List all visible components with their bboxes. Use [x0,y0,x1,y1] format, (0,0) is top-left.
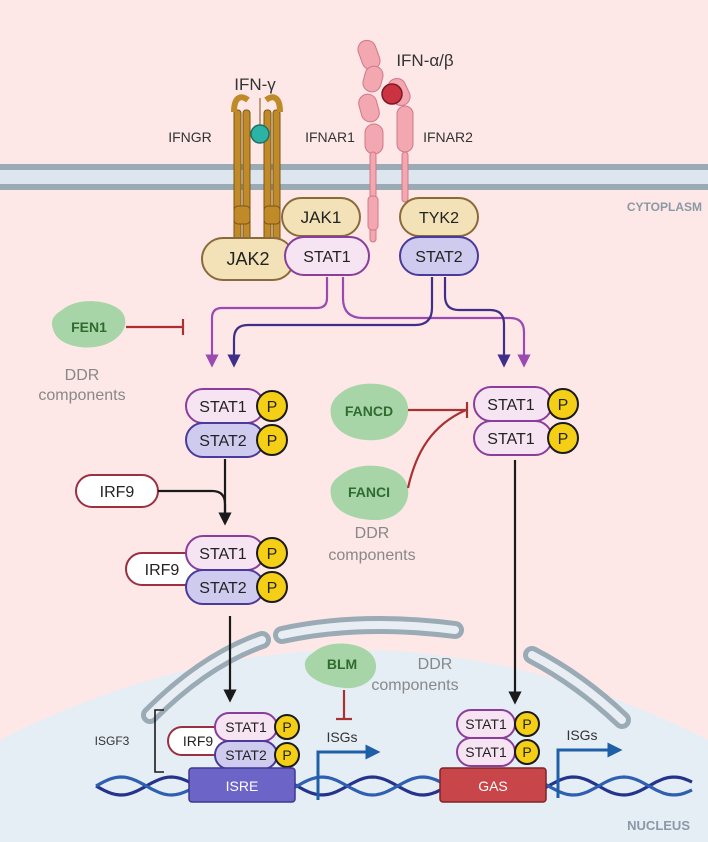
ifnar1-receptor [357,39,384,243]
stat1-to-left-arrow [205,277,329,368]
jak2-label: JAK2 [226,249,269,269]
phospho-nucleus-right-2-label: P [522,744,531,760]
gas-promoter: GAS [439,767,547,803]
isgf3-label: ISGF3 [95,734,130,748]
phospho-complex-2-label: P [267,580,278,597]
cytoplasm-label: CYTOPLASM [627,200,702,214]
blm-label: BLM [327,656,357,672]
ifnar2-label: IFNAR2 [423,129,473,145]
ifn-alpha-beta-label: IFN-α/β [396,51,454,70]
gas-isgs-label: ISGs [566,727,597,743]
stat2-nucleus-label: STAT2 [225,747,267,763]
phospho-nucleus-left-1-label: P [282,719,291,735]
fancd-blob [330,383,409,441]
isgf3-nucleus-complex: IRF9 STAT1 P STAT2 P [167,712,300,770]
irf9-free-label: IRF9 [100,484,135,501]
fen1-label: FEN1 [71,319,107,335]
phospho-nucleus-right-1 [514,711,540,737]
isgf3-cytoplasm-complex: IRF9 STAT1 P STAT2 P [125,535,288,605]
ddr-label-1-line2: components [38,387,125,404]
phospho-nucleus-left-2 [274,742,300,768]
blm-inhibition-arrow [336,690,352,721]
stat1-membrane-label: STAT1 [303,249,351,266]
stat1-membrane-pill: STAT1 [284,236,370,276]
isre-transcription-arrow [316,744,381,800]
stat1-to-right-arrow [341,277,531,368]
ifn-gamma-label: IFN-γ [234,75,276,94]
stat1-left-label: STAT1 [199,399,247,416]
phospho-nucleus-left-2-label: P [282,747,291,763]
stat1-nucleus-left-label: STAT1 [225,719,267,735]
phospho-complex-2 [256,571,288,603]
nucleus-label: NUCLEUS [627,818,690,833]
tyk2-pill: TYK2 [399,197,479,237]
jak1-pill: JAK1 [281,197,361,237]
isre-promoter: ISRE [188,767,296,803]
fanci-blob [330,465,409,520]
fen1-inhibition-arrow [126,319,185,335]
irf9-nucleus-label: IRF9 [183,733,214,749]
ifnar1-label: IFNAR1 [305,129,355,145]
tyk2-label: TYK2 [419,210,459,227]
fanci-label: FANCI [348,484,390,500]
ddr-label-3-line1: DDR [418,656,453,673]
phospho-left-2 [256,424,288,456]
stat2-membrane-label: STAT2 [415,249,463,266]
stat1-complex-label: STAT1 [199,546,247,563]
stat1-nucleus-right-bottom-label: STAT1 [465,744,507,760]
phospho-nucleus-left-1 [274,714,300,740]
nuclear-envelope [141,616,631,729]
isre-label: ISRE [226,778,259,794]
gas-label: GAS [478,778,508,794]
stat2-left-label: STAT2 [199,433,247,450]
gas-transcription-arrow [556,742,623,798]
phospho-left-1-label: P [267,399,278,416]
phospho-nucleus-right-1-label: P [522,716,531,732]
ifn-gamma-ligand [250,124,270,144]
left-stat-dimer: STAT1 P STAT2 P [185,388,288,458]
phospho-complex-1-label: P [267,546,278,563]
stat2-to-right-arrow [443,277,511,368]
isre-isgs-label: ISGs [326,729,357,745]
phospho-right-2 [547,422,579,454]
ddr-label-2-line2: components [328,547,415,564]
isgf3-bracket [154,709,164,773]
stat2-to-left-arrow [227,277,434,368]
irf9-complex-label: IRF9 [145,562,180,579]
signal-arrows [205,277,531,368]
gas-nucleus-dimer: STAT1 P STAT1 P [456,709,540,767]
irf9-free-pill: IRF9 [75,474,159,508]
ifngr-receptor [231,94,283,245]
stat1-right-bottom-label: STAT1 [487,431,535,448]
stat1-right-top-label: STAT1 [487,397,535,414]
phospho-complex-1 [256,537,288,569]
ddr-label-3-line2: components [371,677,458,694]
phospho-left-1 [256,390,288,422]
stat2-complex-label: STAT2 [199,580,247,597]
ifngr-label: IFNGR [168,129,212,145]
jak2-pill: JAK2 [201,237,295,281]
plasma-membrane [0,164,708,190]
stat2-membrane-pill: STAT2 [399,236,479,276]
phospho-nucleus-right-2 [514,739,540,765]
blm-blob [304,643,377,689]
stat1-nucleus-right-top-label: STAT1 [465,716,507,732]
ddr-label-2-line1: DDR [355,525,390,542]
fanc-inhibition-arrow [406,402,469,489]
ifn-alpha-beta-ligand [381,83,403,105]
right-stat-dimer: STAT1 P STAT1 P [473,386,579,456]
phospho-right-1 [547,388,579,420]
phospho-right-1-label: P [558,397,569,414]
jak1-label: JAK1 [301,208,342,227]
fen1-blob [51,301,126,348]
ddr-label-1-line1: DDR [65,367,100,384]
phospho-left-2-label: P [267,433,278,450]
phospho-right-2-label: P [558,431,569,448]
fancd-label: FANCD [345,403,393,419]
